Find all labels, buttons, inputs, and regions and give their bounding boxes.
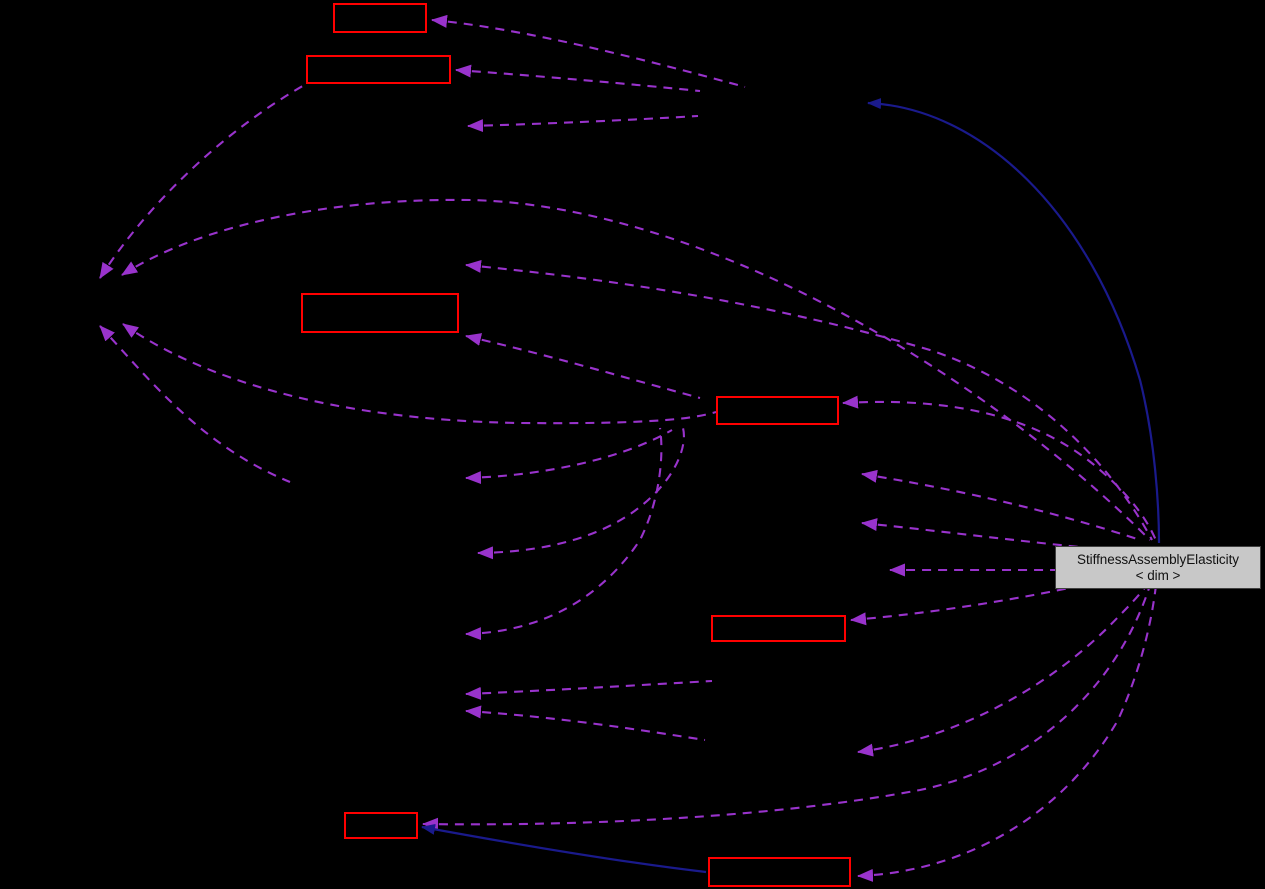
dependency-edge-8 xyxy=(465,259,1153,541)
node-box-3[interactable] xyxy=(301,293,459,333)
main-node-stiffness-assembly-elasticity[interactable]: StiffnessAssemblyElasticity < dim > xyxy=(1055,546,1261,589)
dependency-edge-10 xyxy=(842,395,1158,544)
dependency-edge-1 xyxy=(431,14,746,89)
dependency-edge-7 xyxy=(122,323,717,425)
dependency-edge-22 xyxy=(857,584,1158,882)
dependency-edge-4 xyxy=(99,82,309,279)
dependency-edge-6 xyxy=(99,325,291,483)
node-box-4[interactable] xyxy=(716,396,839,425)
main-node-label-line1: StiffnessAssemblyElasticity xyxy=(1077,551,1239,567)
dependency-edge-3 xyxy=(467,114,699,133)
main-node-label-line2: < dim > xyxy=(1135,567,1181,583)
dependency-edge-5 xyxy=(121,198,1151,541)
dependency-edge-16 xyxy=(861,469,1141,541)
node-box-1-label xyxy=(335,5,425,31)
node-box-5-label xyxy=(713,617,844,640)
node-box-1[interactable] xyxy=(333,3,427,33)
node-box-2-label xyxy=(308,57,449,82)
node-box-7[interactable] xyxy=(708,857,851,887)
dependency-edge-9 xyxy=(465,333,701,400)
dependency-edge-12 xyxy=(477,427,685,560)
dependency-edge-15 xyxy=(465,705,706,742)
node-box-7-label xyxy=(710,859,849,885)
node-box-2[interactable] xyxy=(306,55,451,84)
inheritance-edge-1 xyxy=(867,98,1161,544)
node-box-6-label xyxy=(346,814,416,837)
dependency-edge-21 xyxy=(422,584,1152,831)
dependency-edge-13 xyxy=(465,427,663,641)
node-box-5[interactable] xyxy=(711,615,846,642)
node-box-4-label xyxy=(718,398,837,423)
dependency-edge-14 xyxy=(465,679,713,700)
node-box-3-label xyxy=(303,295,457,331)
dependency-edge-11 xyxy=(465,429,673,485)
dependency-edge-20 xyxy=(857,574,1154,757)
node-box-6[interactable] xyxy=(344,812,418,839)
inheritance-edge-2 xyxy=(421,823,707,874)
inheritance-edges xyxy=(421,98,1161,874)
dependency-edge-17 xyxy=(861,518,1133,554)
dependency-edges xyxy=(99,14,1158,882)
dependency-edge-2 xyxy=(455,64,701,93)
